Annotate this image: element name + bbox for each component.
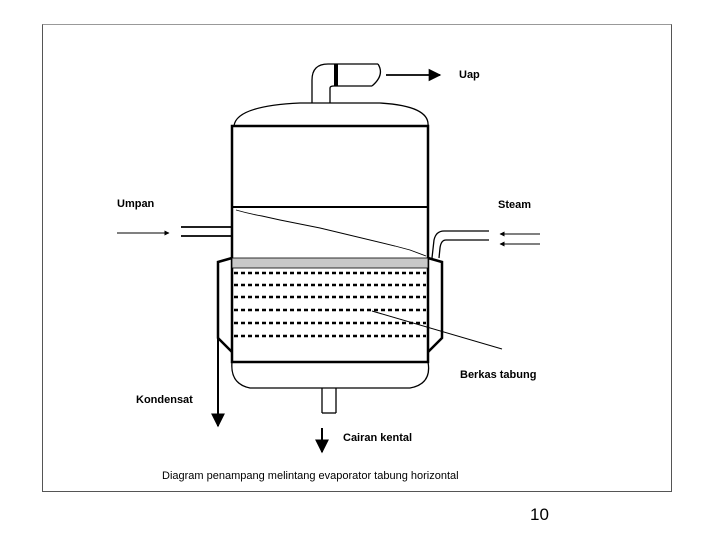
top-dome <box>233 102 429 127</box>
tube-bundle <box>234 271 426 338</box>
label-berkas-tabung: Berkas tabung <box>460 369 537 381</box>
label-uap: Uap <box>459 69 480 81</box>
tube-sheet <box>231 257 429 269</box>
feed-inlet-pipe <box>181 226 232 237</box>
slide-frame <box>42 24 672 492</box>
label-umpan: Umpan <box>117 198 155 210</box>
liquid-level-line <box>235 209 427 257</box>
vessel-body <box>230 124 430 364</box>
tube-bundle-leader <box>371 310 503 350</box>
label-cairan-kental: Cairan kental <box>343 432 413 444</box>
steam-inlet-pipe <box>431 230 489 259</box>
vapor-outlet-pipe <box>311 63 382 103</box>
right-steam-chest <box>427 256 444 353</box>
diagram-caption: Diagram penampang melintang evaporator t… <box>162 470 459 482</box>
page-number: 10 <box>530 505 549 524</box>
bottom-outlet-pipe <box>321 388 337 414</box>
label-kondensat: Kondensat <box>136 394 193 406</box>
left-steam-chest <box>216 256 233 353</box>
label-steam: Steam <box>498 199 532 211</box>
bottom-head <box>231 361 430 389</box>
